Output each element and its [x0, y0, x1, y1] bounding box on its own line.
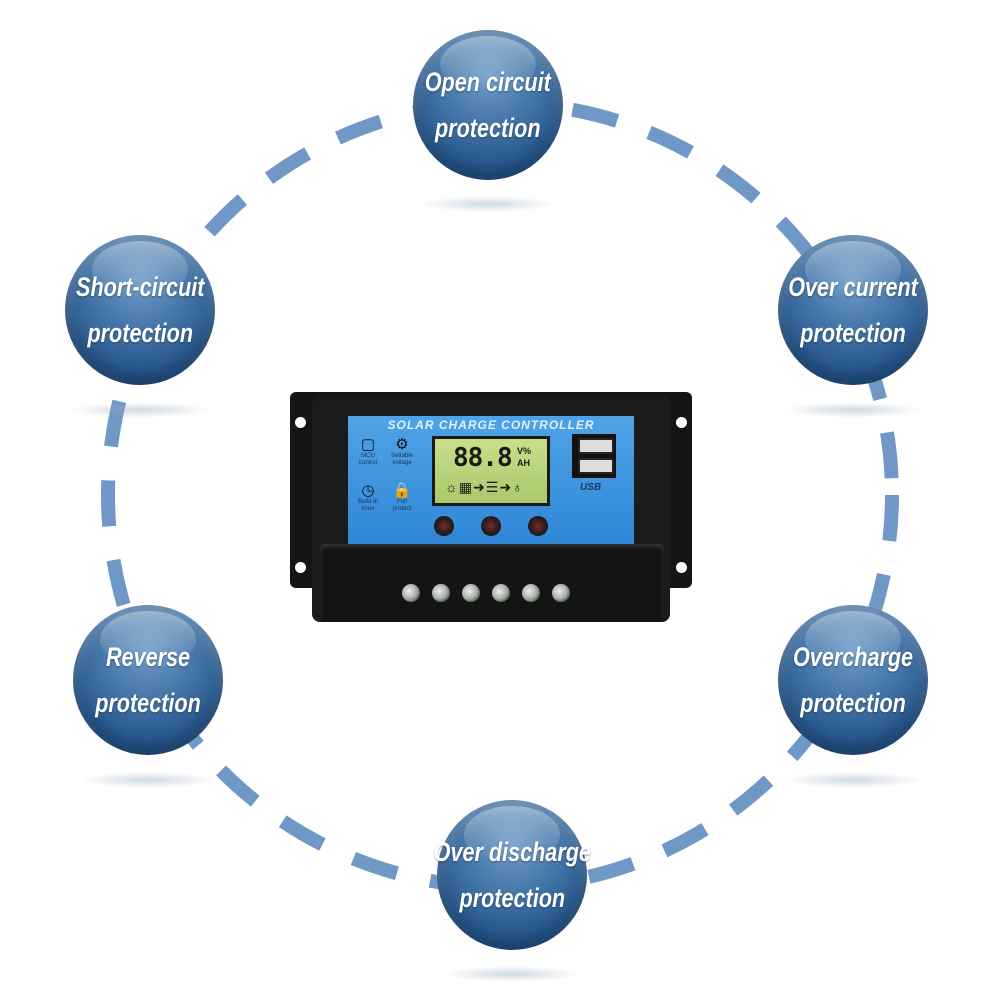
feature-short-circuit: Short-circuit protection	[65, 235, 215, 385]
bubble-shadow	[70, 402, 210, 418]
down-button[interactable]	[481, 516, 501, 536]
terminal-block	[320, 544, 664, 622]
menu-button[interactable]	[434, 516, 454, 536]
terminal-screw	[522, 584, 540, 602]
mounting-hole	[295, 417, 306, 428]
controller-title: SOLAR CHARGE CONTROLLER	[387, 418, 595, 432]
mounting-hole	[295, 562, 306, 573]
lcd-unit: AH	[517, 458, 530, 468]
feature-label: MCU	[361, 453, 375, 459]
terminal-screw	[552, 584, 570, 602]
feature-subtitle: protection	[800, 318, 906, 348]
lcd-display: 88.8 V% AH ☼▦➜☰➜♁	[432, 436, 550, 506]
feature-label: protect	[392, 506, 412, 512]
feature-title: Over current	[788, 272, 918, 302]
gear-icon: ⚙	[395, 436, 409, 453]
feature-subtitle: protection	[459, 883, 565, 913]
feature-subtitle: protection	[435, 113, 541, 143]
mounting-hole	[676, 417, 687, 428]
feature-title: Reverse	[105, 642, 191, 672]
lcd-digits: 88.8	[453, 443, 513, 473]
feature-subtitle: protection	[87, 318, 193, 348]
feature-label: control	[358, 460, 377, 466]
feature-label: Full	[397, 499, 407, 505]
feature-title: Over discharge	[433, 837, 591, 867]
lock-icon: 🔒	[392, 482, 412, 499]
feature-label: Settable	[390, 453, 414, 459]
terminal-screw	[492, 584, 510, 602]
usb-label: USB	[580, 482, 602, 493]
terminal-screw	[462, 584, 480, 602]
usb-ports	[572, 434, 616, 478]
up-button[interactable]	[528, 516, 548, 536]
feature-title: Short-circuit	[75, 272, 205, 302]
feature-over-current: Over current protection	[778, 235, 928, 385]
chip-icon: ▢	[360, 436, 376, 453]
feature-open-circuit: Open circuit protection	[413, 30, 563, 180]
bubble-shadow	[418, 196, 558, 212]
feature-over-discharge: Over discharge protection	[433, 800, 591, 950]
bubble-shadow	[783, 772, 923, 788]
feature-title: Overcharge	[792, 642, 914, 672]
feature-title: Open circuit	[424, 67, 552, 97]
feature-subtitle: protection	[95, 688, 201, 718]
bubble-shadow	[783, 402, 923, 418]
feature-label: timer	[361, 506, 375, 512]
terminal-screw	[432, 584, 450, 602]
feature-overcharge: Overcharge protection	[778, 605, 928, 755]
lcd-units: V% AH	[517, 445, 531, 469]
feature-subtitle: protection	[800, 688, 906, 718]
mounting-hole	[676, 562, 687, 573]
feature-reverse: Reverse protection	[73, 605, 223, 755]
bubble-shadow	[78, 772, 218, 788]
lcd-unit: V%	[517, 446, 532, 456]
feature-label: voltage	[392, 460, 412, 466]
solar-battery-load-icon: ☼▦➜☰➜♁	[445, 479, 524, 495]
clock-icon: ◷	[361, 482, 375, 499]
terminal-screw	[402, 584, 420, 602]
usb-port[interactable]	[578, 458, 614, 474]
usb-port[interactable]	[578, 438, 614, 454]
bubble-shadow	[442, 966, 582, 982]
feature-label: Build-in	[357, 499, 378, 505]
